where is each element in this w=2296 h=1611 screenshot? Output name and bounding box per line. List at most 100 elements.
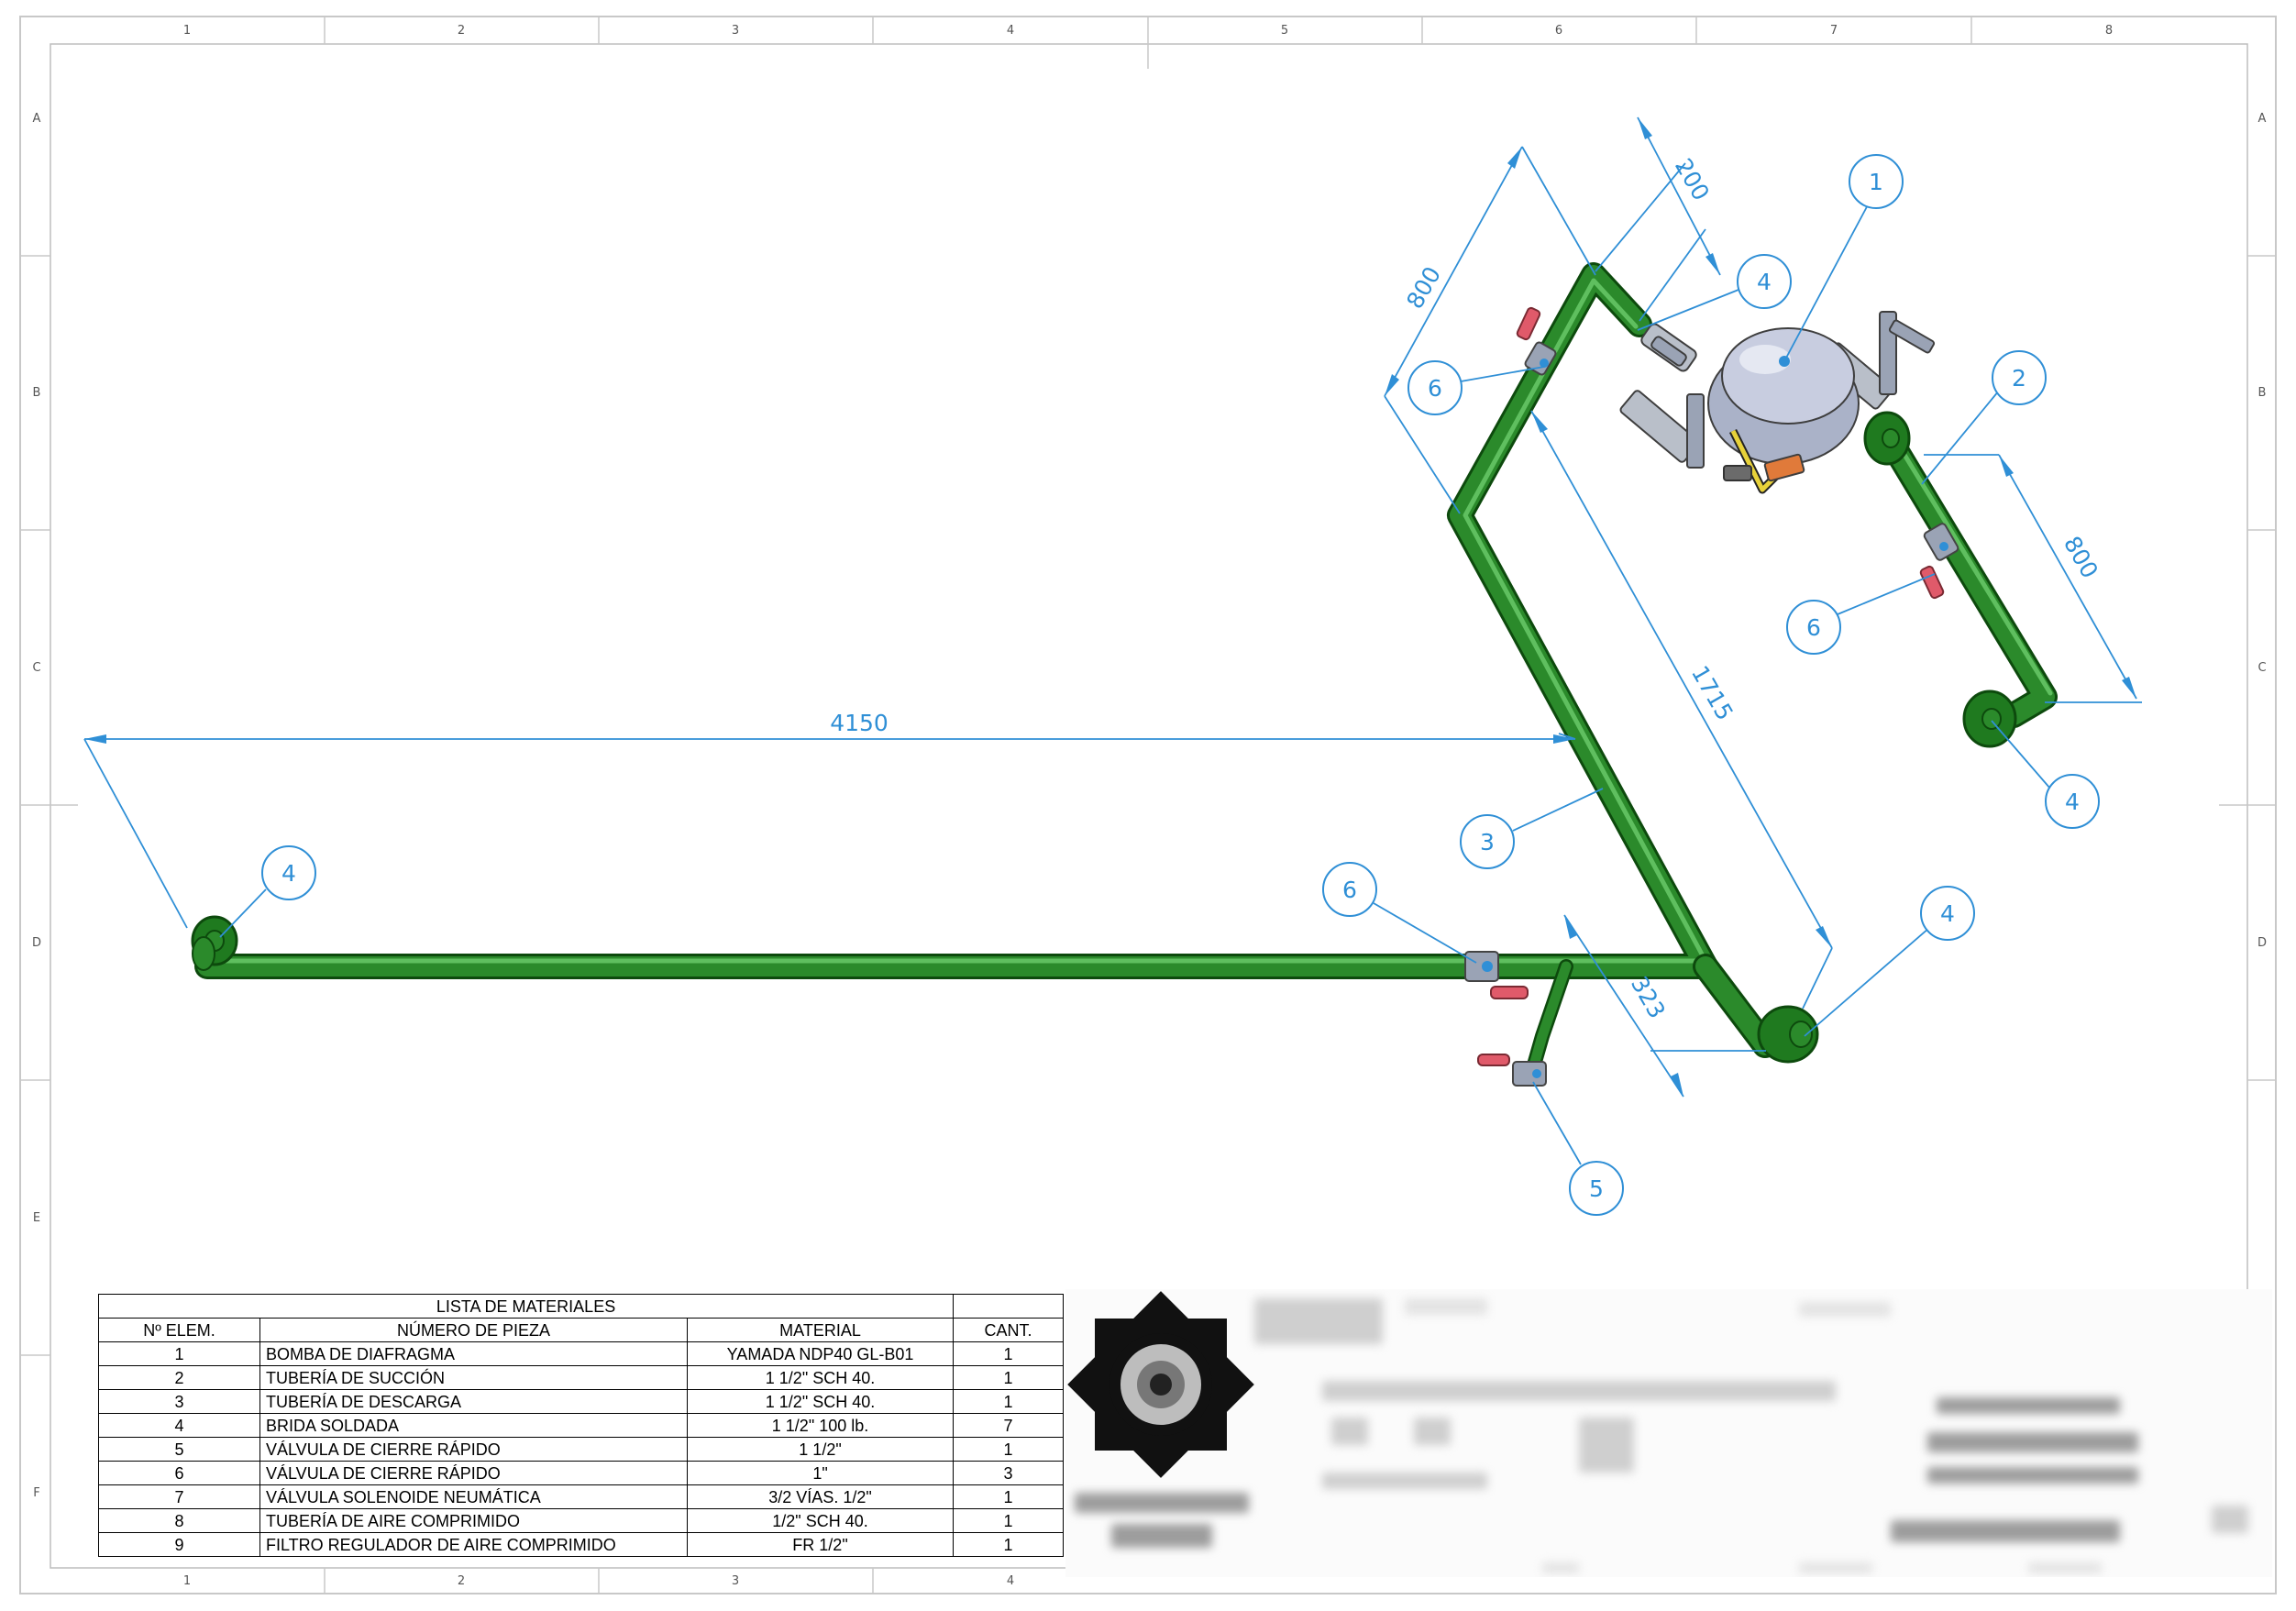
bom-qty: 1 [953,1341,1065,1366]
suction-pipe [1876,425,2058,728]
bom-material: 1 1/2" [686,1437,955,1462]
zone-col-2-bottom: 2 [458,1574,465,1588]
zone-col-4: 4 [1007,24,1014,38]
bom-header-material: MATERIAL [686,1318,955,1342]
bom-qty: 1 [953,1365,1065,1390]
table-row: 1 BOMBA DE DIAFRAGMA YAMADA NDP40 GL-B01… [98,1341,1065,1366]
bom-item: 3 [98,1389,260,1414]
dim-200-text: 200 [1670,154,1715,205]
dim-4150: 4150 [83,710,1576,929]
dim-800-right-text: 800 [2059,532,2103,583]
bom-title-spacer [953,1294,1065,1319]
table-row: 9 FILTRO REGULADOR DE AIRE COMPRIMIDO FR… [98,1532,1065,1557]
valve-5 [1477,1054,1547,1087]
zone-col-5: 5 [1281,24,1288,38]
bom-qty: 1 [953,1389,1065,1414]
bom-item: 5 [98,1437,260,1462]
flange-left [191,915,238,971]
bom-item: 1 [98,1341,260,1366]
discharge-pipe [194,262,1718,979]
bom-material: 1 1/2" SCH 40. [686,1389,955,1414]
balloon-6-bottom: 6 [1322,862,1477,964]
redacted-title-2 [1927,1432,2138,1452]
redacted-field-2 [1799,1302,1891,1317]
zone-col-2: 2 [458,24,465,38]
balloon-4-right: 4 [1991,720,2100,829]
zone-col-6: 6 [1555,24,1562,38]
piping-assembly [191,262,2058,1087]
balloon-6-left-label: 6 [1428,375,1442,402]
balloon-4-left: 4 [219,845,316,938]
drain-branch [1526,959,1573,1076]
balloon-1-label: 1 [1869,169,1883,195]
redacted-footer-2 [1799,1562,1872,1573]
balloon-6-left: 6 [1407,360,1545,415]
bom-item: 9 [98,1532,260,1557]
zone-col-8: 8 [2105,24,2113,38]
balloon-4-bottom: 4 [1804,886,1975,1037]
bom-title: LISTA DE MATERIALES [97,1294,955,1319]
dim-4150-text: 4150 [830,710,889,736]
zone-row-a: A [33,112,41,126]
bom-item: 7 [98,1484,260,1509]
bom-item: 4 [98,1413,260,1438]
balloon-5: 5 [1532,1081,1624,1216]
zone-row-c: C [32,661,40,675]
balloon-6-right: 6 [1786,573,1936,655]
zone-col-3-bottom: 3 [732,1574,739,1588]
company-logo [1067,1291,1254,1478]
table-row: 4 BRIDA SOLDADA 1 1/2" 100 lb. 7 [98,1413,1065,1438]
table-row: 8 TUBERÍA DE AIRE COMPRIMIDO 1/2" SCH 40… [98,1508,1065,1533]
bom-part: FILTRO REGULADOR DE AIRE COMPRIMIDO [259,1532,688,1557]
balloon-6-bottom-label: 6 [1342,877,1357,903]
flange-bottom [1757,1005,1819,1064]
bom-qty: 1 [953,1484,1065,1509]
title-block-redacted [1065,1289,2272,1577]
zone-col-3: 3 [732,24,739,38]
bom-material: 1" [686,1461,955,1485]
table-row: 3 TUBERÍA DE DESCARGA 1 1/2" SCH 40. 1 [98,1389,1065,1414]
redacted-field-5 [1414,1418,1451,1445]
dim-323-text: 323 [1626,972,1671,1023]
redacted-title-3 [1927,1467,2138,1484]
redacted-field-1 [1405,1298,1487,1315]
bom-header-part: NÚMERO DE PIEZA [259,1318,688,1342]
bom-title-row: LISTA DE MATERIALES [97,1294,1065,1319]
zone-row-c-right: C [2257,661,2266,675]
bom-part: VÁLVULA DE CIERRE RÁPIDO [259,1437,688,1462]
table-row: 6 VÁLVULA DE CIERRE RÁPIDO 1" 3 [98,1461,1065,1485]
bom-header-row: Nº ELEM. NÚMERO DE PIEZA MATERIAL CANT. [98,1318,1065,1342]
bom-header-item: Nº ELEM. [98,1318,260,1342]
balloon-6-right-label: 6 [1806,614,1821,641]
bom-item: 2 [98,1365,260,1390]
redacted-field-6 [1579,1418,1634,1473]
redacted-footer-1 [1542,1562,1579,1573]
zone-row-d: D [32,936,41,950]
balloon-4-bottom-label: 4 [1940,900,1955,927]
bom-qty: 1 [953,1437,1065,1462]
redacted-field-4 [1331,1418,1368,1445]
valve-6-left [1516,306,1557,376]
valve-6-right [1919,523,1959,600]
zone-col-4-bottom: 4 [1007,1574,1014,1588]
bom-part: BRIDA SOLDADA [259,1413,688,1438]
redacted-field-7 [1322,1473,1487,1489]
bill-of-materials: LISTA DE MATERIALES Nº ELEM. NÚMERO DE P… [97,1294,1065,1557]
bom-material: 3/2 VÍAS. 1/2" [686,1484,955,1509]
diaphragm-pump [1619,311,1936,494]
flange-pump-outlet [1863,411,1911,466]
bom-part: BOMBA DE DIAFRAGMA [259,1341,688,1366]
redacted-logo-caption-2 [1111,1524,1212,1548]
table-row: 5 VÁLVULA DE CIERRE RÁPIDO 1 1/2" 1 [98,1437,1065,1462]
bom-item: 6 [98,1461,260,1485]
zone-row-d-right: D [2257,936,2267,950]
bom-qty: 7 [953,1413,1065,1438]
table-row: 2 TUBERÍA DE SUCCIÓN 1 1/2" SCH 40. 1 [98,1365,1065,1390]
bom-qty: 1 [953,1508,1065,1533]
bom-part: TUBERÍA DE AIRE COMPRIMIDO [259,1508,688,1533]
bom-header-qty: CANT. [953,1318,1065,1342]
dimensions: 4150 800 200 1715 [83,116,2142,1098]
balloon-4-left-label: 4 [281,860,296,887]
redacted-sheet-info [2212,1506,2248,1533]
redacted-footer-3 [2028,1562,2102,1573]
